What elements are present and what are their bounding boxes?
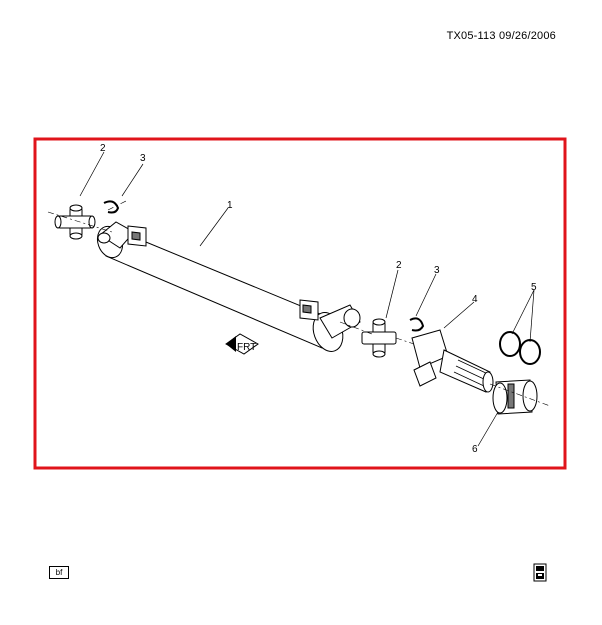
callout-label: 4 <box>472 294 478 305</box>
leader-lines <box>79 151 535 447</box>
snap-ring-front <box>103 200 120 214</box>
callout-label: 6 <box>472 444 478 455</box>
front-arrow: FRT <box>225 333 259 355</box>
center-bearing <box>492 379 538 415</box>
highlight-frame <box>33 137 567 470</box>
printer-icon[interactable] <box>533 563 547 582</box>
callout-label: 5 <box>531 282 537 293</box>
universal-joint-cross-rear <box>361 318 397 358</box>
callout-label: 1 <box>227 200 233 211</box>
footer-tag: bf <box>49 566 69 579</box>
snap-ring-rear <box>409 317 425 332</box>
clamp-ring-right <box>519 339 541 365</box>
centerline <box>47 199 551 407</box>
propeller-shaft-tube <box>96 221 361 352</box>
callout-label: 2 <box>100 143 106 154</box>
clamp-ring-left <box>499 331 521 357</box>
callout-label: 2 <box>396 260 402 271</box>
diagram-code: TX05-113 09/26/2006 <box>446 30 556 42</box>
universal-joint-cross-front <box>54 204 96 240</box>
front-arrow-label: FRT <box>237 342 256 353</box>
callout-label: 3 <box>434 265 440 276</box>
callout-label: 3 <box>140 153 146 164</box>
slip-yoke <box>411 329 494 393</box>
